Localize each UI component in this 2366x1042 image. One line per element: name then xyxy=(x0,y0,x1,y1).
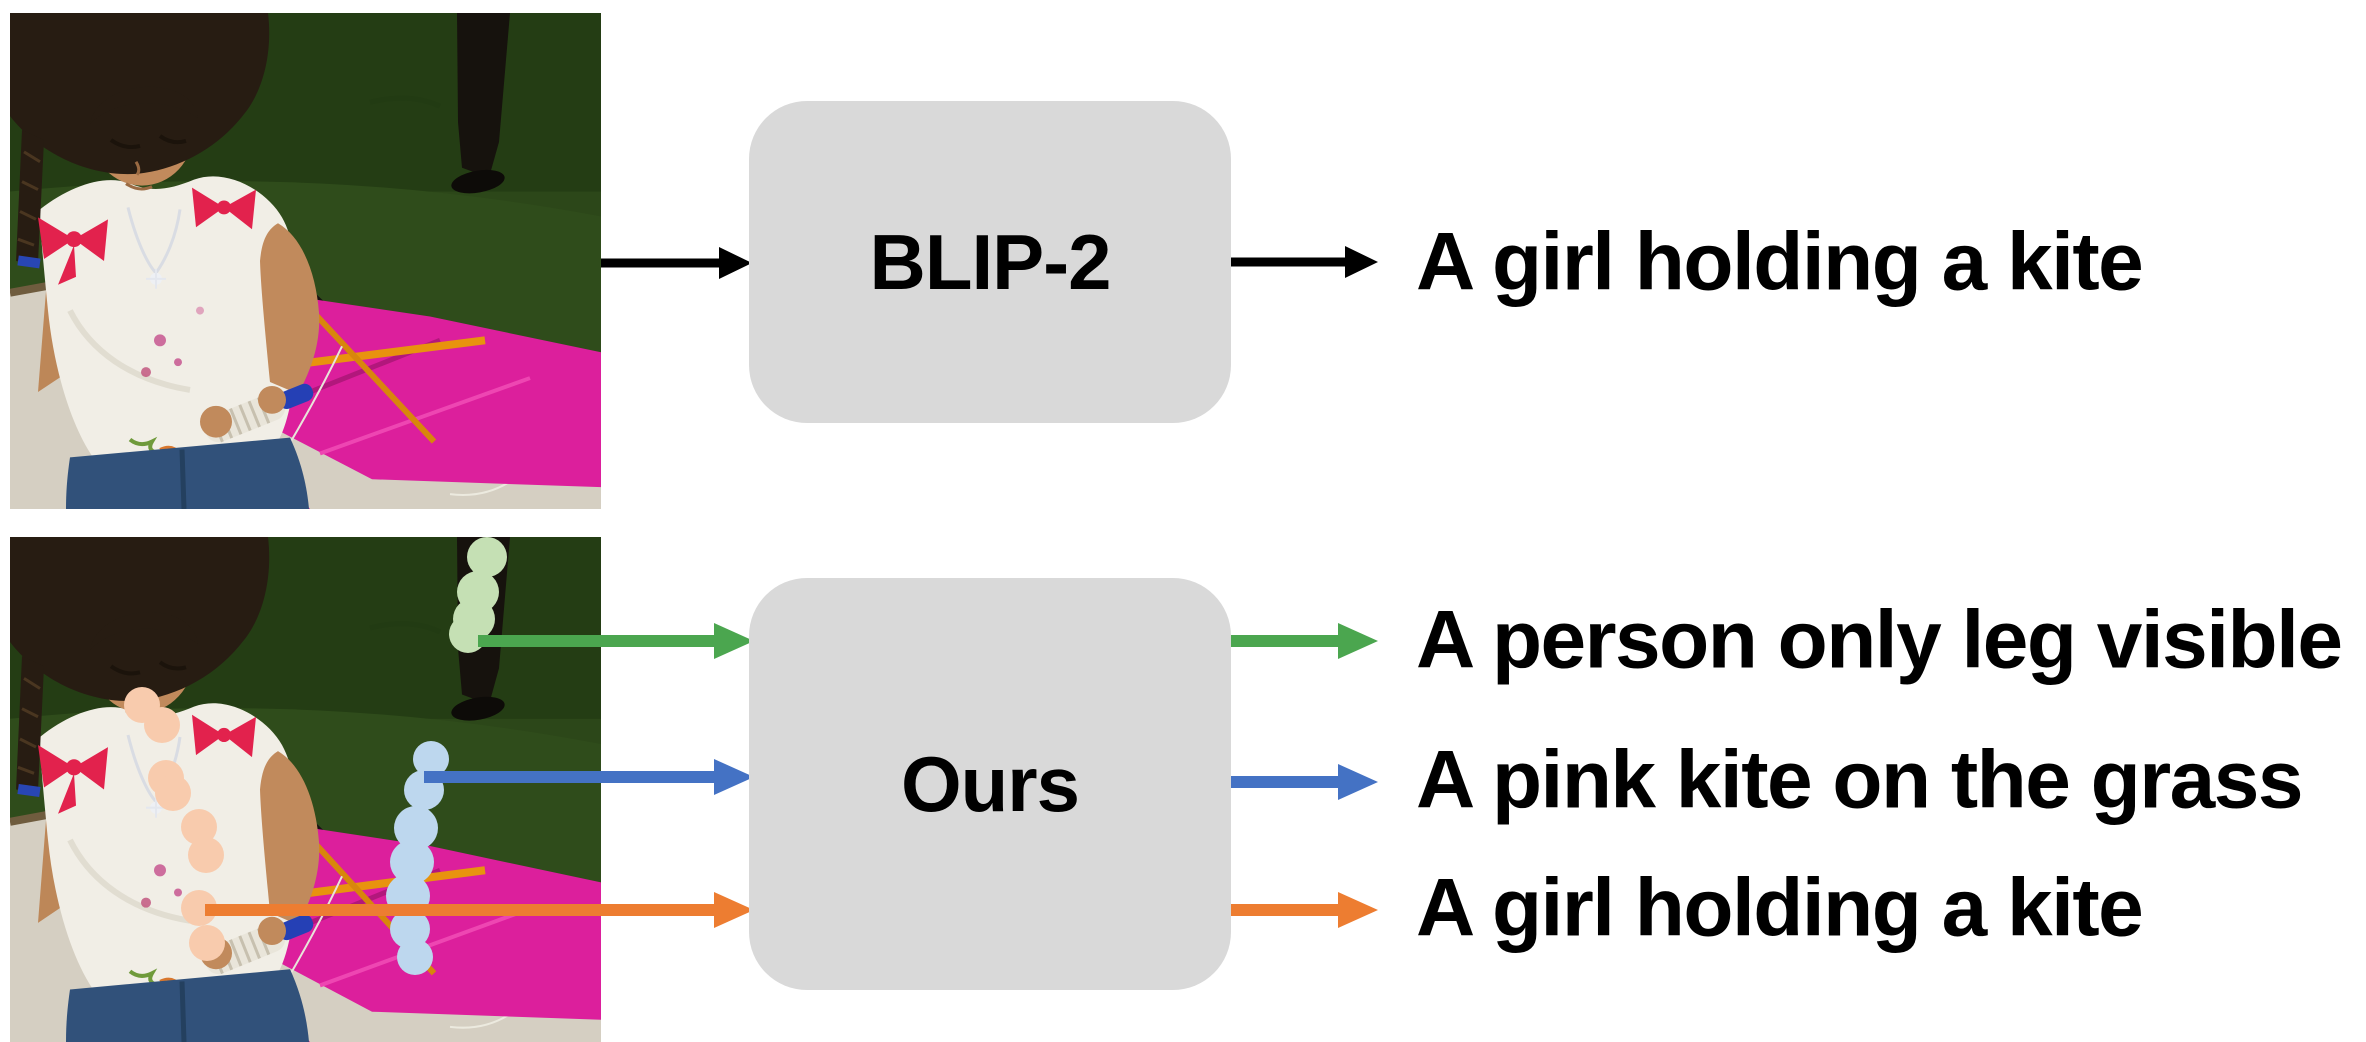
caption-kite: A pink kite on the grass xyxy=(1416,734,2303,826)
prompt-dots-girl xyxy=(124,687,225,961)
arrow-black-input xyxy=(601,247,752,279)
caption-girl: A girl holding a kite xyxy=(1416,862,2144,954)
prompt-dots-kite xyxy=(386,741,449,975)
ours-model-box: Ours xyxy=(749,578,1231,990)
ours-label: Ours xyxy=(900,739,1080,828)
girl-kite-photo xyxy=(10,13,601,509)
input-photo-top xyxy=(10,13,601,509)
arrow-orange-input xyxy=(205,892,754,928)
arrow-orange-output xyxy=(1231,892,1378,928)
prompt-dots-leg xyxy=(449,537,507,653)
girl-kite-photo-prompted xyxy=(10,537,601,1042)
blip2-label: BLIP-2 xyxy=(869,217,1111,306)
arrow-black-output xyxy=(1231,246,1378,278)
arrow-blue-input xyxy=(424,759,754,795)
input-photo-bottom-with-prompts xyxy=(10,537,601,1042)
caption-leg: A person only leg visible xyxy=(1416,594,2343,686)
arrow-green-output xyxy=(1231,623,1378,659)
arrow-green-input xyxy=(478,623,754,659)
caption-blip2: A girl holding a kite xyxy=(1416,216,2144,308)
blip2-model-box: BLIP-2 xyxy=(749,101,1231,423)
arrow-blue-output xyxy=(1231,764,1378,800)
